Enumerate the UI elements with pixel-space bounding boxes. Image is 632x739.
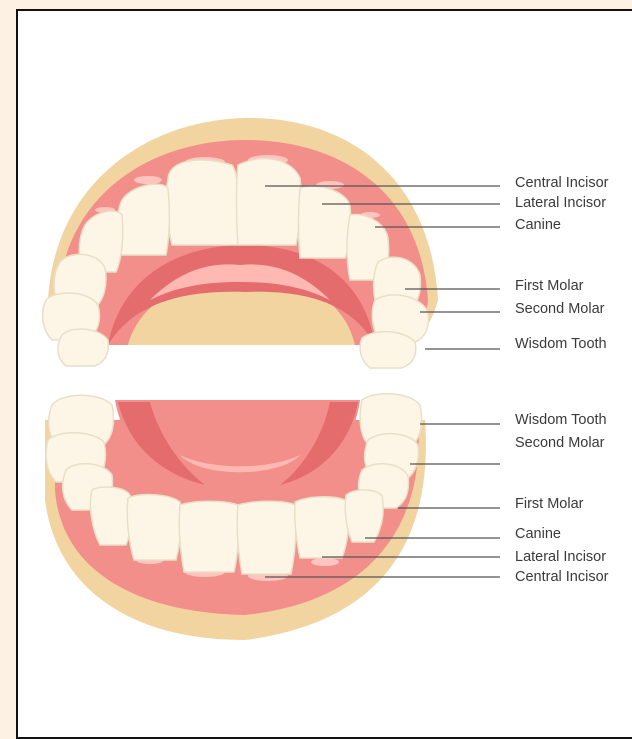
label-lower-central-incisor: Central Incisor — [515, 569, 608, 585]
upper-tooth-wisdom-tooth-right — [360, 332, 416, 368]
upper-tooth-central-incisor-right — [237, 159, 302, 245]
label-upper-first-molar: First Molar — [515, 278, 583, 294]
label-lower-lateral-incisor: Lateral Incisor — [515, 549, 606, 565]
lower-tooth-lateral-incisor-left — [127, 495, 181, 560]
label-upper-canine: Canine — [515, 217, 561, 233]
lower-tooth-canine-left — [90, 487, 132, 545]
upper-jaw — [43, 118, 438, 368]
label-lower-first-molar: First Molar — [515, 496, 583, 512]
label-upper-wisdom-tooth: Wisdom Tooth — [515, 336, 607, 352]
lower-tooth-central-incisor-left — [179, 501, 239, 572]
label-upper-second-molar: Second Molar — [515, 301, 604, 317]
label-upper-central-incisor: Central Incisor — [515, 175, 608, 191]
upper-tooth-lateral-incisor-right — [299, 186, 351, 258]
lower-tooth-canine-right — [345, 490, 383, 542]
lower-tooth-lateral-incisor-right — [295, 497, 349, 558]
label-lower-second-molar: Second Molar — [515, 435, 604, 451]
lower-jaw — [45, 394, 426, 640]
label-lower-canine: Canine — [515, 526, 561, 542]
label-upper-lateral-incisor: Lateral Incisor — [515, 195, 606, 211]
lower-tooth-central-incisor-right — [237, 501, 296, 574]
label-lower-wisdom-tooth: Wisdom Tooth — [515, 412, 607, 428]
upper-tooth-central-incisor-left — [166, 160, 239, 245]
upper-tooth-wisdom-tooth-left — [58, 329, 108, 366]
